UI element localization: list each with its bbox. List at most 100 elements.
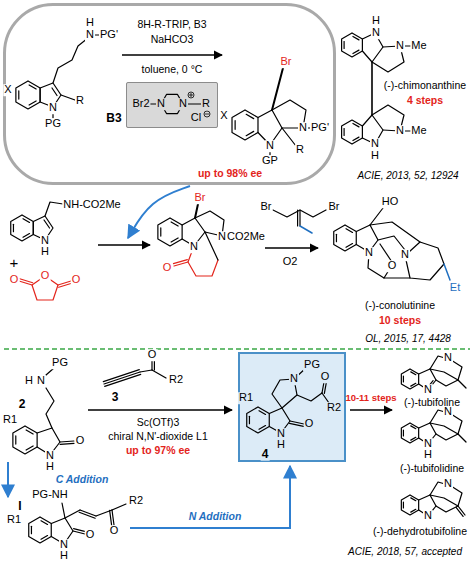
bond-line: [401, 369, 418, 389]
atom-label: R1: [238, 392, 254, 404]
bond-line: [46, 388, 54, 428]
bond-line: [152, 370, 166, 378]
bond-line: [79, 512, 95, 518]
bond-line: [171, 222, 178, 226]
bond-line: [151, 360, 152, 370]
atom-label: N: [156, 98, 166, 110]
compound-name: (-)-conolutinine: [364, 300, 436, 311]
bond-line: [384, 277, 410, 278]
atom-label: X: [219, 110, 228, 122]
atom-label: N: [364, 247, 374, 259]
bond-line: [458, 380, 466, 388]
reagent-text: toluene, 0 °C: [141, 64, 204, 75]
bond-line: [346, 229, 353, 233]
compound-name: Sc(OTf)3: [136, 417, 181, 428]
bond-line: [334, 225, 357, 251]
atom-label: N: [189, 241, 199, 253]
bond-line: [103, 370, 139, 382]
bond-line: [20, 279, 33, 283]
bond-line: [346, 244, 353, 248]
atom-label: N: [59, 539, 69, 551]
reaction-arrow: [350, 409, 392, 410]
bond-line: [411, 426, 416, 429]
atom-label: PG: [44, 118, 62, 130]
atom-label: H: [370, 150, 380, 162]
bond-line: [299, 210, 300, 226]
reaction-arrow: [98, 244, 150, 245]
bond-line: [13, 224, 14, 232]
bond-line: [297, 210, 298, 226]
divider-line: [4, 348, 470, 350]
bond-line: [289, 423, 303, 426]
atom-label: H: [371, 15, 381, 27]
bond-line: [247, 407, 270, 433]
reaction-panel: B3Br2NNRCl8H-R-TRIP, B3NaHCO3toluene, 0 …: [3, 3, 336, 185]
bond-line: [353, 36, 359, 39]
bond-line: [171, 238, 178, 242]
bond-line: [41, 536, 48, 540]
bond-line: [60, 443, 74, 444]
atom-label: N: [443, 406, 453, 418]
reagent-box: B3Br2NNRCl: [126, 82, 218, 128]
atom-label: R2: [128, 495, 144, 507]
step-note: 10-11 steps: [344, 393, 397, 403]
bond-line: [403, 430, 404, 436]
compound-number: B3: [105, 112, 122, 125]
bond-line: [371, 62, 373, 115]
atom-label: N: [443, 478, 453, 490]
bond-line: [23, 234, 30, 238]
atom-label: Br2: [131, 98, 150, 110]
bond-line: [60, 441, 74, 442]
bond-line: [411, 372, 416, 375]
bond-line: [232, 110, 258, 140]
bond-line: [158, 218, 182, 246]
atom-label: H: [423, 449, 433, 461]
atom-label: Br: [194, 192, 207, 204]
atom-label: N: [370, 138, 380, 150]
atom-label: H: [59, 550, 69, 562]
bond-line: [444, 264, 450, 280]
bond-line: [436, 414, 462, 440]
atom-label: O: [40, 270, 51, 282]
bond-line: [29, 85, 36, 89]
bond-line: [436, 360, 462, 386]
atom-label: O: [320, 371, 331, 383]
bond-line: [23, 219, 30, 223]
atom-label: Me: [410, 40, 427, 52]
atom-label: Et: [449, 282, 461, 294]
atom-label: O: [147, 349, 158, 361]
atom-label: R: [201, 98, 211, 110]
compound-name: (-)-dehydrotubifoline: [372, 526, 468, 537]
bond-line: [401, 495, 418, 515]
pathway-label: C Addition: [55, 474, 110, 485]
bond-line: [336, 234, 337, 242]
atom-label: N: [276, 428, 286, 440]
atom-label: N: [371, 27, 381, 39]
compound-name: chiral N,N'-dioxide L1: [107, 431, 208, 442]
bond-line: [45, 202, 63, 216]
bond-line: [436, 486, 462, 512]
reaction-arrow: [265, 247, 318, 248]
bond-line: [53, 38, 88, 83]
atom-label: PG: [303, 359, 321, 371]
atom-label: PG': [310, 122, 330, 134]
bond-line: [342, 33, 363, 57]
bond-line: [300, 226, 312, 233]
bond-line: [235, 121, 236, 130]
atom-label: Cl: [190, 112, 202, 124]
atom-label: O: [387, 260, 398, 272]
atom-label: N: [36, 375, 46, 387]
atom-label: R1: [6, 514, 22, 526]
atom-label: GP: [261, 155, 279, 167]
bond-line: [411, 509, 416, 512]
atom-label: H: [85, 17, 95, 29]
bond-line: [282, 128, 296, 146]
bond-line: [16, 81, 40, 109]
reaction-arrow: [130, 466, 290, 528]
bond-line: [370, 208, 383, 225]
atom-label: X: [3, 84, 12, 96]
compound-name: (-)-tubifolidine: [399, 463, 465, 474]
bond-line: [458, 434, 466, 442]
bond-line: [15, 436, 16, 444]
bond-line: [29, 101, 36, 105]
